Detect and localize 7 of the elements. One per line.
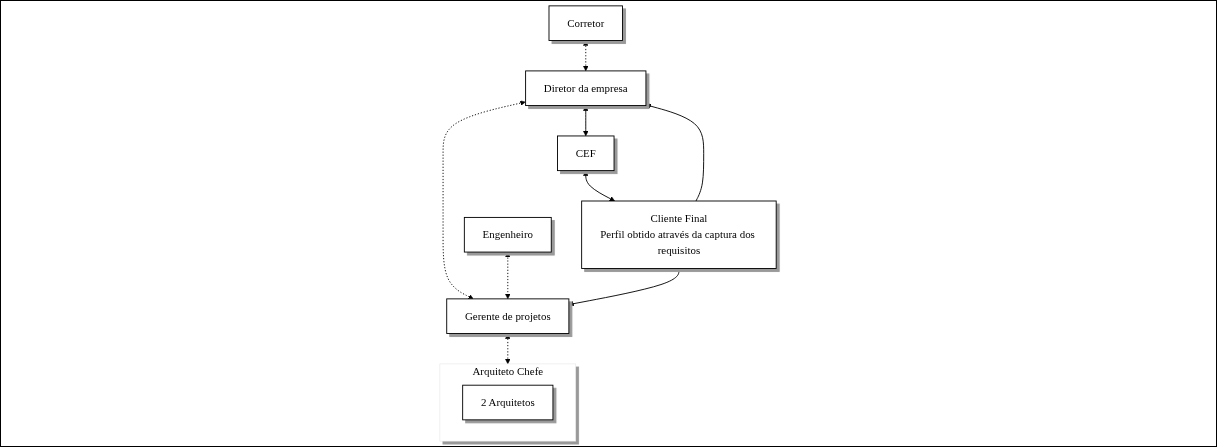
node-box: Cliente Final Perfil obtido através da captura dos requisitos bbox=[581, 200, 778, 269]
node-box: CEF bbox=[557, 135, 615, 172]
node-box: Corretor bbox=[549, 5, 624, 41]
node-box: Gerente de projetos bbox=[446, 298, 570, 334]
node-box: Diretor da empresa bbox=[525, 70, 647, 106]
node-box: 2 Arquitetos bbox=[462, 384, 554, 421]
node-box: Engenheiro bbox=[464, 216, 553, 253]
